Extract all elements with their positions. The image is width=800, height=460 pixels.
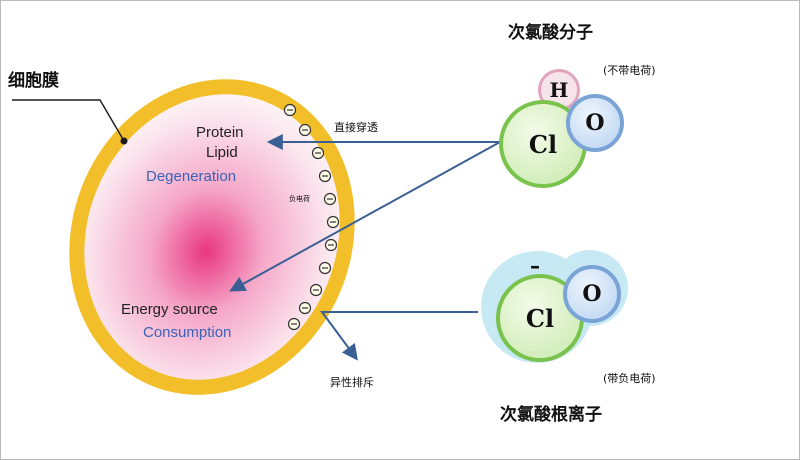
charge-9 — [309, 283, 323, 297]
oxygen-atom-molecule: O — [566, 94, 624, 152]
direct-penetration-label: 直接穿透 — [334, 121, 378, 134]
protein-text: Protein — [196, 124, 244, 141]
charge-6 — [326, 215, 340, 229]
membrane-pointer-dot — [120, 137, 128, 145]
oxygen-symbol-ion: O — [582, 281, 602, 307]
charge-2 — [298, 123, 312, 137]
charge-10 — [298, 301, 312, 315]
arrow-repulsion — [320, 311, 478, 361]
ion-minus-sign: – — [530, 254, 540, 278]
charge-5 — [323, 192, 337, 206]
hocl-title: 次氯酸分子 — [508, 23, 593, 43]
cell-membrane-label: 细胞膜 — [8, 71, 59, 91]
degeneration-text: Degeneration — [146, 168, 237, 185]
charge-7 — [324, 238, 338, 252]
lipid-text: Lipid — [206, 144, 238, 161]
hocl-charge-note: (不带电荷) — [603, 64, 656, 77]
chlorine-symbol-molecule: Cl — [528, 129, 558, 159]
charge-1 — [283, 103, 297, 117]
oxygen-symbol-molecule: O — [585, 110, 605, 136]
consumption-text: Consumption — [143, 324, 232, 341]
ocl-title: 次氯酸根离子 — [500, 405, 602, 425]
charge-3 — [311, 146, 325, 160]
charge-4 — [318, 169, 332, 183]
ocl-charge-note: (带负电荷) — [603, 372, 656, 385]
charge-11 — [287, 317, 301, 331]
chlorine-symbol-ion: Cl — [525, 303, 555, 333]
membrane-pointer-line — [12, 99, 125, 142]
repulsion-label: 异性排斥 — [330, 376, 374, 389]
energy-source-text: Energy source — [121, 301, 218, 318]
charge-8 — [318, 261, 332, 275]
negative-charge-label: 负电荷 — [289, 195, 310, 203]
arrow-energy-source — [229, 141, 501, 292]
negative-charges — [283, 103, 340, 331]
hydrogen-symbol: H — [549, 78, 569, 102]
oxygen-atom-ion: O — [563, 265, 621, 323]
cell-membrane-ring — [69, 79, 355, 395]
